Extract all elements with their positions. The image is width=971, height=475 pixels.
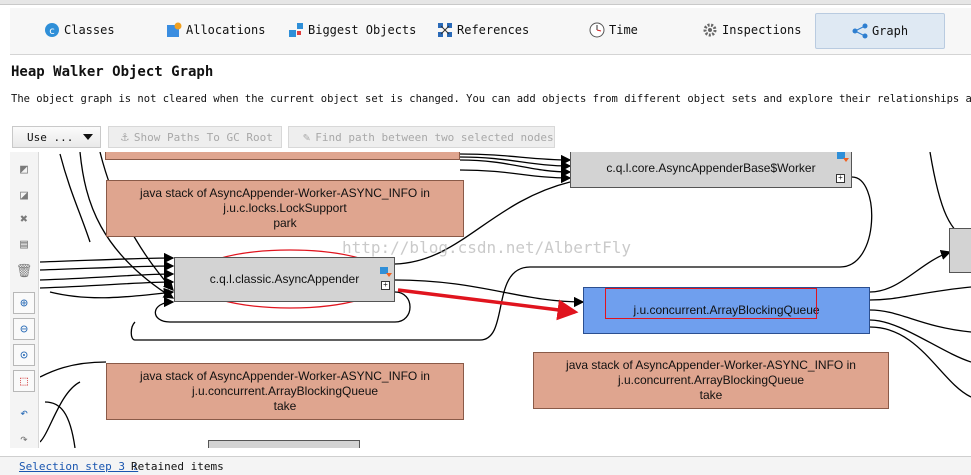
anchor-icon: ⚓ [121,129,129,145]
remove-node-icon[interactable]: ✖ [20,211,28,227]
selection-step-link[interactable]: Selection step 3 : [19,460,139,473]
tab-references[interactable]: References [437,13,529,47]
reference-icon [837,152,849,162]
stack-line: java stack of AsyncAppender-Worker-ASYNC… [140,186,430,200]
tab-label: Classes [64,23,115,37]
expand-outgoing-icon[interactable]: ◪ [20,187,28,203]
gc-root-label: Show Paths To GC Root [133,130,273,144]
worker-class-node[interactable]: c.q.l.core.AsyncAppenderBase$Worker + [570,152,852,188]
stack-line: j.u.concurrent.ArrayBlockingQueue [191,384,379,398]
references-icon [437,22,453,38]
stack-node-partial[interactable] [105,152,460,160]
page-title: Heap Walker Object Graph [11,64,214,80]
tab-label: Allocations [186,23,266,37]
stack-line: park [273,216,297,230]
stack-line: take [699,388,723,402]
expand-incoming-icon[interactable]: ◩ [20,161,28,177]
offscreen-class-node[interactable] [949,228,971,273]
redo-icon[interactable]: ↷ [20,431,28,447]
stack-line: take [273,399,297,413]
tab-label: Time [609,23,638,37]
inspections-icon [702,22,718,38]
partial-class-node[interactable] [208,440,360,448]
fit-content-icon[interactable]: ⬚ [13,370,35,392]
graph-side-toolbar: ◩ ◪ ✖ ▤ 🗑 ⊕ ⊖ ⊙ ⬚ ↶ ↷ [10,152,39,448]
svg-text:c: c [49,26,55,37]
queue-node-label: j.u.concurrent.ArrayBlockingQueue [633,303,820,317]
tab-label: References [457,23,530,37]
java-stack-node[interactable]: java stack of AsyncAppender-Worker-ASYNC… [106,180,464,237]
zoom-in-icon[interactable]: ⊕ [13,292,35,314]
chevron-down-icon [83,134,94,140]
status-bar: Selection step 3 : Retained items [0,456,971,475]
tab-allocations[interactable]: Allocations [166,13,265,47]
tab-label: Graph [871,24,909,38]
object-graph-canvas[interactable]: c.q.l.core.AsyncAppenderBase$Worker + ja… [40,152,971,448]
stack-line: j.u.concurrent.ArrayBlockingQueue [617,373,805,387]
reference-icon [380,267,392,277]
stack-line: java stack of AsyncAppender-Worker-ASYNC… [566,358,856,372]
window-top-edge [0,0,971,5]
remove-unconnected-icon[interactable]: ▤ [20,236,28,252]
zoom-100-icon[interactable]: ⊙ [13,344,35,366]
status-text: Retained items [131,460,224,473]
graph-icon [852,23,868,39]
show-paths-gc-root-button[interactable]: ⚓ Show Paths To GC Root [108,126,282,148]
tab-biggest-objects[interactable]: Biggest Objects [288,13,416,47]
biggest-objects-icon [288,22,304,38]
watermark-text: http://blog.csdn.net/AlbertFly [342,238,631,257]
worker-node-label: c.q.l.core.AsyncAppenderBase$Worker [606,160,816,175]
array-blocking-queue-node[interactable]: j.u.concurrent.ArrayBlockingQueue [583,287,870,334]
appender-node-label: c.q.l.classic.AsyncAppender [209,272,360,286]
use-dropdown-label: Use ... [27,130,74,144]
pencil-icon: ✎ [303,130,311,144]
java-stack-node[interactable]: java stack of AsyncAppender-Worker-ASYNC… [533,352,889,409]
graph-edges [40,152,971,448]
allocations-icon [166,22,182,38]
stack-line: j.u.c.locks.LockSupport [223,201,347,215]
time-icon [589,22,605,38]
clear-graph-icon[interactable]: 🗑 [15,263,33,279]
highlight-box [605,288,817,319]
heap-walker-tab-bar: c Classes Allocations Biggest Objects Re… [10,8,971,55]
page-description: The object graph is not cleared when the… [11,93,971,105]
find-path-label: Find path between two selected nodes [315,130,554,144]
expand-icon[interactable]: + [836,174,845,183]
tab-inspections[interactable]: Inspections [702,13,801,47]
async-appender-node[interactable]: c.q.l.classic.AsyncAppender + [174,257,395,302]
zoom-out-icon[interactable]: ⊖ [13,318,35,340]
tab-time[interactable]: Time [589,13,638,47]
undo-icon[interactable]: ↶ [20,405,28,421]
classes-icon: c [44,22,60,38]
tab-graph[interactable]: Graph [815,13,945,49]
find-path-button[interactable]: ✎ Find path between two selected nodes [288,126,555,148]
tab-label: Biggest Objects [308,23,417,37]
tab-classes[interactable]: c Classes [44,13,115,47]
tab-label: Inspections [722,23,802,37]
expand-icon[interactable]: + [381,281,390,290]
stack-line: java stack of AsyncAppender-Worker-ASYNC… [140,369,430,383]
java-stack-node[interactable]: java stack of AsyncAppender-Worker-ASYNC… [106,363,464,420]
use-dropdown-button[interactable]: Use ... [12,126,101,148]
